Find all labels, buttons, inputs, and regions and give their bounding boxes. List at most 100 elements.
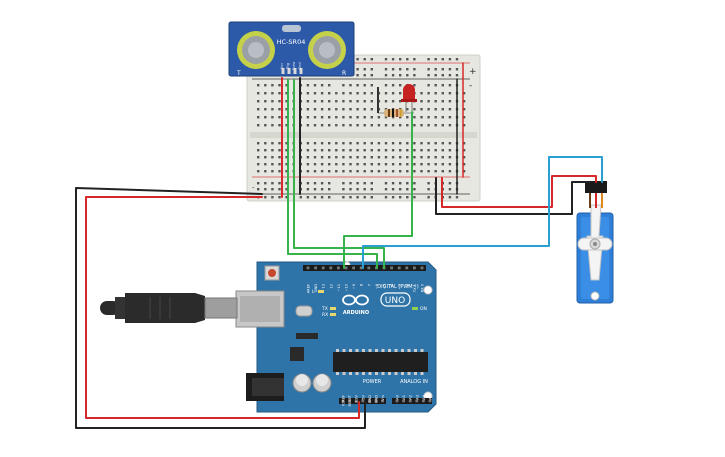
terminal-hole[interactable] [448,149,452,152]
terminal-hole[interactable] [448,92,452,95]
terminal-hole[interactable] [420,100,423,103]
sensor-pin[interactable] [281,68,285,74]
terminal-hole[interactable] [257,163,260,166]
terminal-hole[interactable] [356,100,359,103]
terminal-hole[interactable] [384,156,388,159]
header-pin[interactable] [368,399,371,403]
header-pin[interactable] [354,399,358,403]
terminal-hole[interactable] [363,149,366,152]
terminal-hole[interactable] [363,92,366,95]
rail-hole[interactable] [427,68,430,71]
terminal-hole[interactable] [285,108,288,111]
terminal-hole[interactable] [278,156,281,159]
terminal-hole[interactable] [278,100,281,103]
terminal-hole[interactable] [399,156,402,159]
terminal-hole[interactable] [384,100,388,103]
terminal-hole[interactable] [342,124,345,127]
terminal-hole[interactable] [342,170,345,173]
terminal-hole[interactable] [420,142,423,145]
rail-hole[interactable] [448,58,452,61]
rail-hole[interactable] [406,182,409,185]
terminal-hole[interactable] [427,124,430,127]
terminal-hole[interactable] [328,100,331,103]
rail-hole[interactable] [413,182,416,185]
wire-gnd-rail-to-arduino[interactable] [75,187,366,429]
terminal-hole[interactable] [349,116,352,119]
rail-hole[interactable] [320,188,324,191]
rail-hole[interactable] [413,68,416,71]
rail-hole[interactable] [399,58,402,61]
header-pin[interactable] [341,399,345,403]
rail-hole[interactable] [441,84,444,87]
terminal-hole[interactable] [377,170,381,173]
terminal-hole[interactable] [349,149,352,152]
led[interactable] [401,84,417,112]
rail-hole[interactable] [384,188,388,191]
terminal-hole[interactable] [285,92,288,95]
rail-hole[interactable] [391,188,395,191]
terminal-hole[interactable] [356,142,359,145]
terminal-hole[interactable] [384,142,388,145]
terminal-hole[interactable] [271,163,274,166]
terminal-hole[interactable] [278,124,281,127]
terminal-hole[interactable] [349,156,352,159]
rail-hole[interactable] [384,74,388,77]
header-pin[interactable] [413,266,416,270]
rail-hole[interactable] [257,188,260,191]
terminal-hole[interactable] [342,116,345,119]
rail-hole[interactable] [427,74,430,77]
rail-hole[interactable] [455,196,459,199]
rail-hole[interactable] [342,188,345,191]
terminal-hole[interactable] [313,163,317,166]
terminal-hole[interactable] [399,124,402,127]
rail-hole[interactable] [313,182,317,185]
terminal-hole[interactable] [399,163,402,166]
header-pin[interactable] [402,399,405,403]
terminal-hole[interactable] [462,163,466,166]
rail-hole[interactable] [328,84,331,87]
terminal-hole[interactable] [384,170,388,173]
terminal-hole[interactable] [356,124,359,127]
rail-hole[interactable] [441,74,444,77]
rail-hole[interactable] [406,68,409,71]
terminal-hole[interactable] [441,170,444,173]
terminal-hole[interactable] [363,100,366,103]
terminal-hole[interactable] [285,100,288,103]
terminal-hole[interactable] [420,108,423,111]
sensor-pin[interactable] [299,68,303,74]
terminal-hole[interactable] [370,156,373,159]
terminal-hole[interactable] [406,124,409,127]
terminal-hole[interactable] [356,156,359,159]
terminal-hole[interactable] [420,149,423,152]
terminal-hole[interactable] [328,163,331,166]
rail-hole[interactable] [455,74,459,77]
rail-hole[interactable] [391,182,395,185]
terminal-hole[interactable] [377,149,381,152]
rail-hole[interactable] [434,84,437,87]
rail-hole[interactable] [427,84,430,87]
terminal-hole[interactable] [320,92,324,95]
rail-hole[interactable] [399,74,402,77]
terminal-hole[interactable] [306,156,310,159]
terminal-hole[interactable] [257,108,260,111]
rail-hole[interactable] [306,188,310,191]
header-pin[interactable] [314,266,317,270]
rail-hole[interactable] [356,68,359,71]
header-pin[interactable] [397,266,401,270]
terminal-hole[interactable] [349,124,352,127]
terminal-hole[interactable] [328,156,331,159]
terminal-hole[interactable] [285,149,288,152]
terminal-hole[interactable] [271,100,274,103]
terminal-hole[interactable] [328,92,331,95]
rail-hole[interactable] [278,84,281,87]
terminal-hole[interactable] [271,92,274,95]
header-pin[interactable] [381,399,384,403]
terminal-hole[interactable] [370,163,373,166]
rail-hole[interactable] [406,188,409,191]
rail-hole[interactable] [427,196,430,199]
terminal-hole[interactable] [427,108,430,111]
rail-hole[interactable] [455,58,459,61]
header-pin[interactable] [374,399,378,403]
terminal-hole[interactable] [377,163,381,166]
header-pin[interactable] [428,399,432,403]
